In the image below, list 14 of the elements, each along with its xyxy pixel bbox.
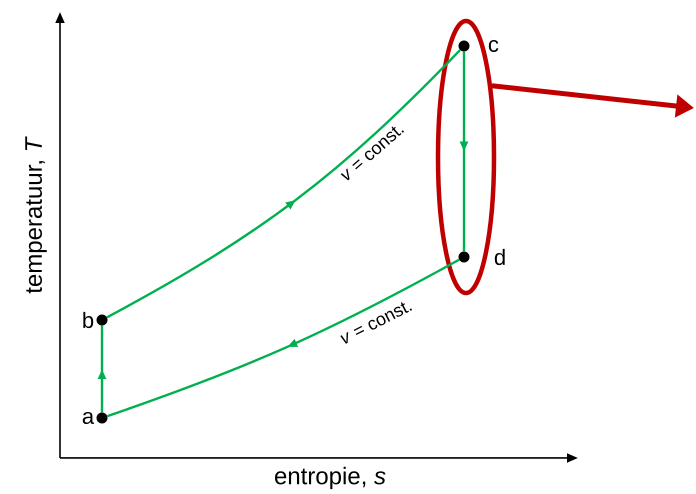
node-label: b [83, 312, 94, 328]
node-label: c [488, 40, 498, 52]
process-line [107, 258, 460, 418]
edge-label: v = const. [340, 302, 412, 344]
state-point: a [82, 412, 108, 424]
axis-label: temperatuur, T [25, 136, 47, 294]
highlight-ellipse [436, 18, 496, 296]
process-line [106, 49, 461, 318]
state-point: b [83, 312, 108, 328]
axis-label: entropie, s [275, 466, 386, 490]
state-point: d [458, 248, 505, 266]
state-point: c [458, 40, 498, 52]
node-label: d [494, 248, 505, 266]
node-label: a [82, 412, 94, 424]
